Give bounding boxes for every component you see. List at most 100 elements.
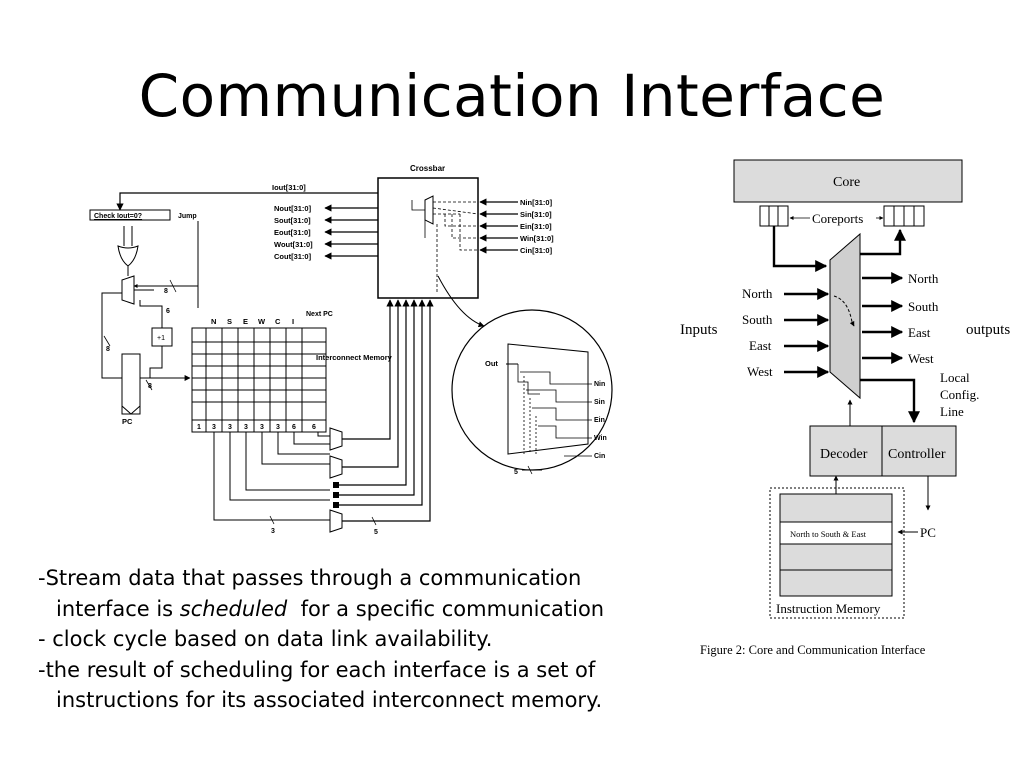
- local-config-label: Local: [940, 370, 970, 385]
- jump-label: Jump: [178, 213, 197, 220]
- controller-label: Controller: [888, 447, 946, 462]
- input-north-label: North: [742, 286, 773, 301]
- win-label: Win[31:0]: [520, 234, 554, 243]
- output-east-label: East: [908, 325, 931, 340]
- output-mux-dot: [333, 502, 339, 508]
- pc-label: PC: [122, 417, 133, 426]
- inputs-label: Inputs: [680, 322, 718, 338]
- check-box: [89, 209, 171, 221]
- output-mux: [329, 427, 343, 451]
- nout-label: Nout[31:0]: [274, 204, 312, 213]
- output-north-label: North: [908, 271, 939, 286]
- bit-width: 3: [228, 424, 232, 431]
- output-mux: [329, 455, 343, 479]
- next-pc-label: Next PC: [306, 311, 333, 318]
- zoom-sin-label: Sin: [594, 399, 605, 406]
- core-box: [733, 159, 963, 203]
- bullet-line: -the result of scheduling for each inter…: [38, 657, 596, 682]
- pc-label-right: PC: [920, 525, 936, 540]
- bit-width: 3: [276, 424, 280, 431]
- zoom-cin-label: Cin: [594, 453, 605, 460]
- bullet-text: for a specific communication: [287, 596, 605, 621]
- output-west-label: West: [908, 351, 934, 366]
- bit-width: 3: [260, 424, 264, 431]
- bullet-item: -the result of scheduling for each inter…: [38, 655, 698, 716]
- slide-title: Communication Interface: [138, 62, 886, 130]
- bullet-line: - clock cycle based on data link availab…: [38, 627, 493, 651]
- zoom-mux: [507, 343, 589, 455]
- pc-mux: [121, 275, 135, 305]
- bullet-emphasis: scheduled: [179, 596, 288, 621]
- core-label: Core: [833, 175, 860, 190]
- bit-width: 3: [212, 424, 216, 431]
- col-header-s: S: [227, 317, 232, 326]
- crossbar-schematic: Crossbar Iout[31:0] Nout[31:0] Sout[31:0…: [89, 164, 613, 536]
- ein-label: Ein[31:0]: [520, 222, 552, 231]
- bus-width-b: 6: [166, 308, 170, 315]
- bullet-item: - clock cycle based on data link availab…: [38, 624, 698, 655]
- input-south-label: South: [742, 312, 773, 327]
- bus-width-c: 8: [148, 383, 152, 390]
- bullet-text: interface is: [56, 596, 180, 621]
- bus-width-a: 8: [164, 288, 168, 295]
- cin-label: Cin[31:0]: [520, 246, 553, 255]
- controller-box: [881, 425, 957, 477]
- crossbar-shape: [829, 232, 861, 400]
- memory-entry-row: [779, 521, 893, 545]
- bit-width: 3: [244, 424, 248, 431]
- output-mux-dot: [333, 482, 339, 488]
- zoom-win-label: Win: [594, 435, 607, 442]
- input-west-label: West: [747, 364, 773, 379]
- core-interface-diagram: Core Coreports Inputs North South East W…: [680, 159, 1010, 657]
- col-header-w: W: [258, 317, 266, 326]
- cout-label: Cout[31:0]: [274, 252, 312, 261]
- col-header-e: E: [243, 317, 248, 326]
- zoom-nin-label: Nin: [594, 381, 605, 388]
- input-east-label: East: [749, 338, 772, 353]
- sout-label: Sout[31:0]: [274, 216, 311, 225]
- local-config-label: Line: [940, 404, 964, 419]
- sin-label: Sin[31:0]: [520, 210, 552, 219]
- decoder-label: Decoder: [820, 447, 868, 462]
- zoom-ein-label: Ein: [594, 417, 605, 424]
- bus-width-f: 5: [374, 529, 378, 536]
- outputs-label: outputs: [966, 322, 1010, 338]
- figure-caption: Figure 2: Core and Communication Interfa…: [700, 643, 926, 657]
- bus-width-e: 3: [271, 528, 275, 535]
- wout-label: Wout[31:0]: [274, 240, 313, 249]
- col-header-c: C: [275, 317, 281, 326]
- bit-width: 6: [292, 424, 296, 431]
- or-gate: [117, 245, 139, 267]
- increment-label: +1: [157, 335, 165, 342]
- instruction-memory: [779, 493, 893, 597]
- bit-width: 6: [312, 424, 316, 431]
- coreport-left: [759, 205, 789, 227]
- bullet-list: -Stream data that passes through a commu…: [38, 563, 698, 716]
- memory-label: Interconnect Memory: [316, 353, 393, 362]
- pc-register: [121, 353, 141, 415]
- crossbar-mux: [424, 195, 434, 225]
- check-label: Check Iout=0?: [94, 213, 142, 220]
- bullet-item: -Stream data that passes through a commu…: [38, 563, 698, 624]
- crossbar-label: Crossbar: [410, 164, 445, 173]
- bullet-line: instructions for its associated intercon…: [56, 688, 603, 712]
- bullet-line: interface is scheduled for a specific co…: [38, 594, 698, 625]
- coreports-label: Coreports: [812, 211, 863, 226]
- nin-label: Nin[31:0]: [520, 198, 553, 207]
- iout-label: Iout[31:0]: [272, 183, 306, 192]
- output-mux: [329, 509, 343, 533]
- bus-width-d: 8: [106, 346, 110, 353]
- instruction-memory-label: Instruction Memory: [776, 601, 881, 616]
- col-header-n: N: [211, 317, 216, 326]
- bit-width: 1: [197, 424, 201, 431]
- eout-label: Eout[31:0]: [274, 228, 311, 237]
- memory-entry-text: North to South & East: [790, 529, 867, 539]
- local-config-label: Config.: [940, 387, 979, 402]
- output-mux-dot: [333, 492, 339, 498]
- output-south-label: South: [908, 299, 939, 314]
- col-header-i: I: [292, 317, 294, 326]
- interconnect-memory-grid: [191, 327, 327, 433]
- bullet-line: -Stream data that passes through a commu…: [38, 566, 582, 590]
- zoom-out-label: Out: [485, 359, 498, 368]
